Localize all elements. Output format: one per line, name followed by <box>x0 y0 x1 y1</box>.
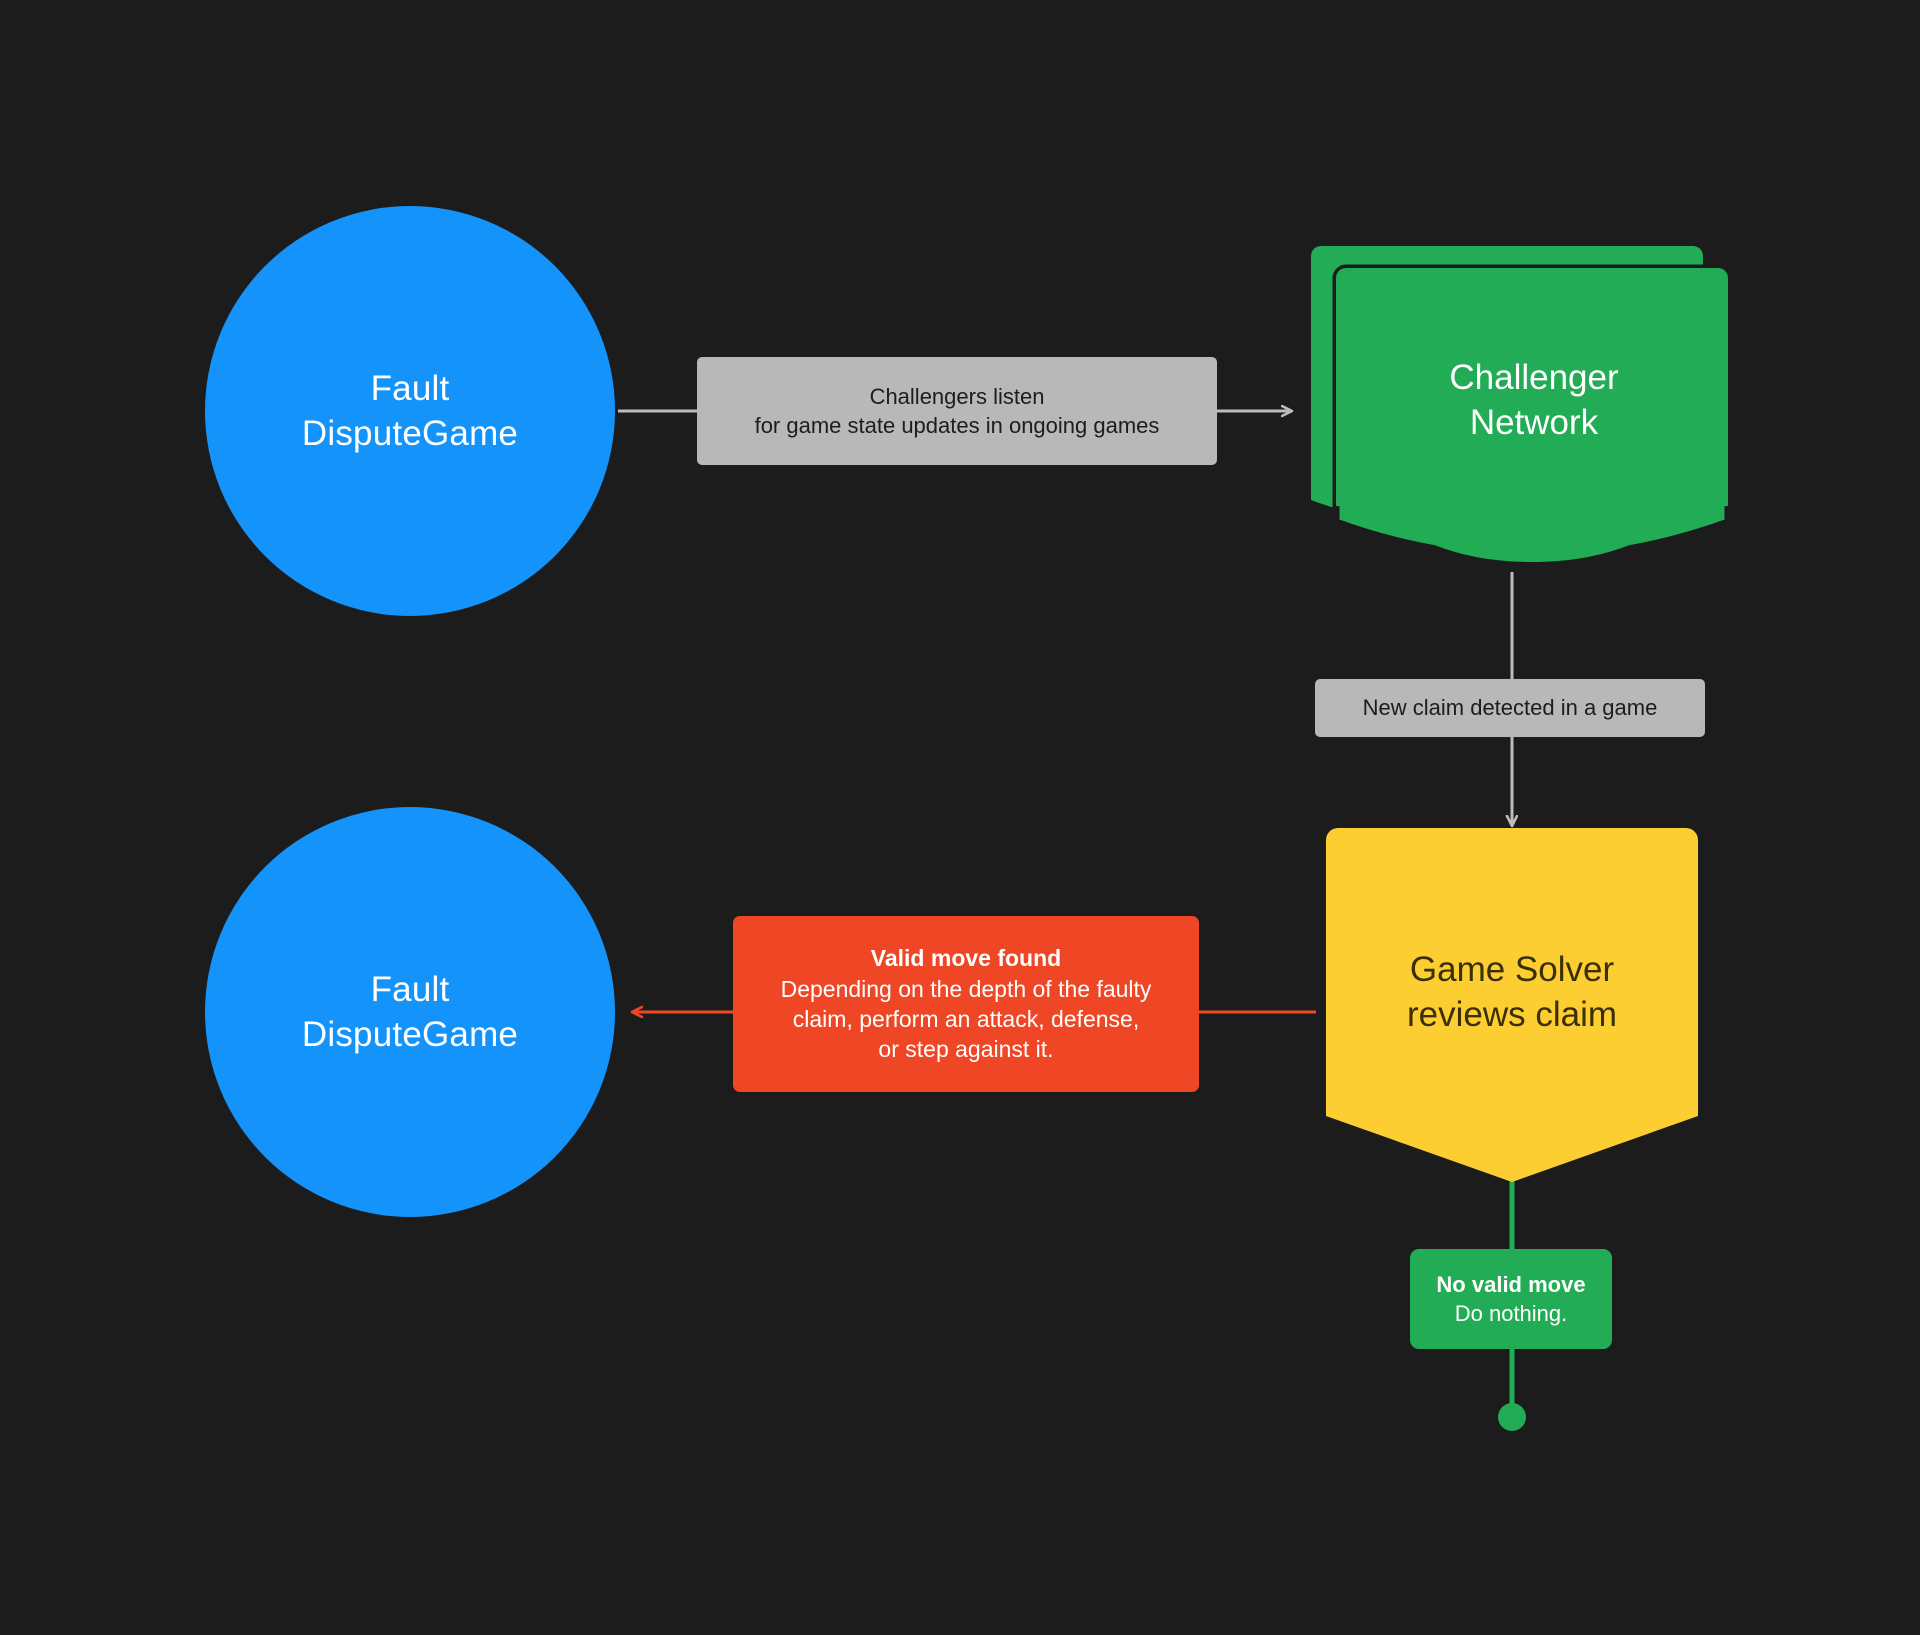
edge-label-line: or step against it. <box>878 1036 1054 1063</box>
edge-label-line: Do nothing. <box>1454 1301 1568 1326</box>
edge-label-new-claim: New claim detected in a game <box>1315 679 1705 737</box>
terminator-dot <box>1498 1403 1526 1431</box>
node-game-solver[interactable] <box>1326 828 1698 1182</box>
edge-label-no-valid-move: No valid move Do nothing. <box>1410 1249 1612 1349</box>
node-challenger-network[interactable] <box>1311 246 1732 562</box>
node-fault-disputegame-bottom[interactable] <box>205 807 615 1217</box>
edge-label-line: Challengers listen <box>869 383 1045 409</box>
challenger-network-wavy-sheet <box>1336 268 1728 562</box>
edge-label-line: Valid move found <box>870 945 1062 972</box>
node-fault-disputegame-top[interactable] <box>205 206 615 616</box>
edge-label-line: No valid move <box>1436 1271 1586 1297</box>
edge-label-line: Depending on the depth of the faulty <box>780 975 1152 1002</box>
edge-label-line: for game state updates in ongoing games <box>754 413 1160 438</box>
edge-label-line: New claim detected in a game <box>1362 695 1658 721</box>
edge-label-valid-move: Valid move found Depending on the depth … <box>733 916 1199 1092</box>
edge-label-line: claim, perform an attack, defense, <box>792 1006 1140 1032</box>
edge-label-challengers-listen: Challengers listen for game state update… <box>697 357 1217 465</box>
